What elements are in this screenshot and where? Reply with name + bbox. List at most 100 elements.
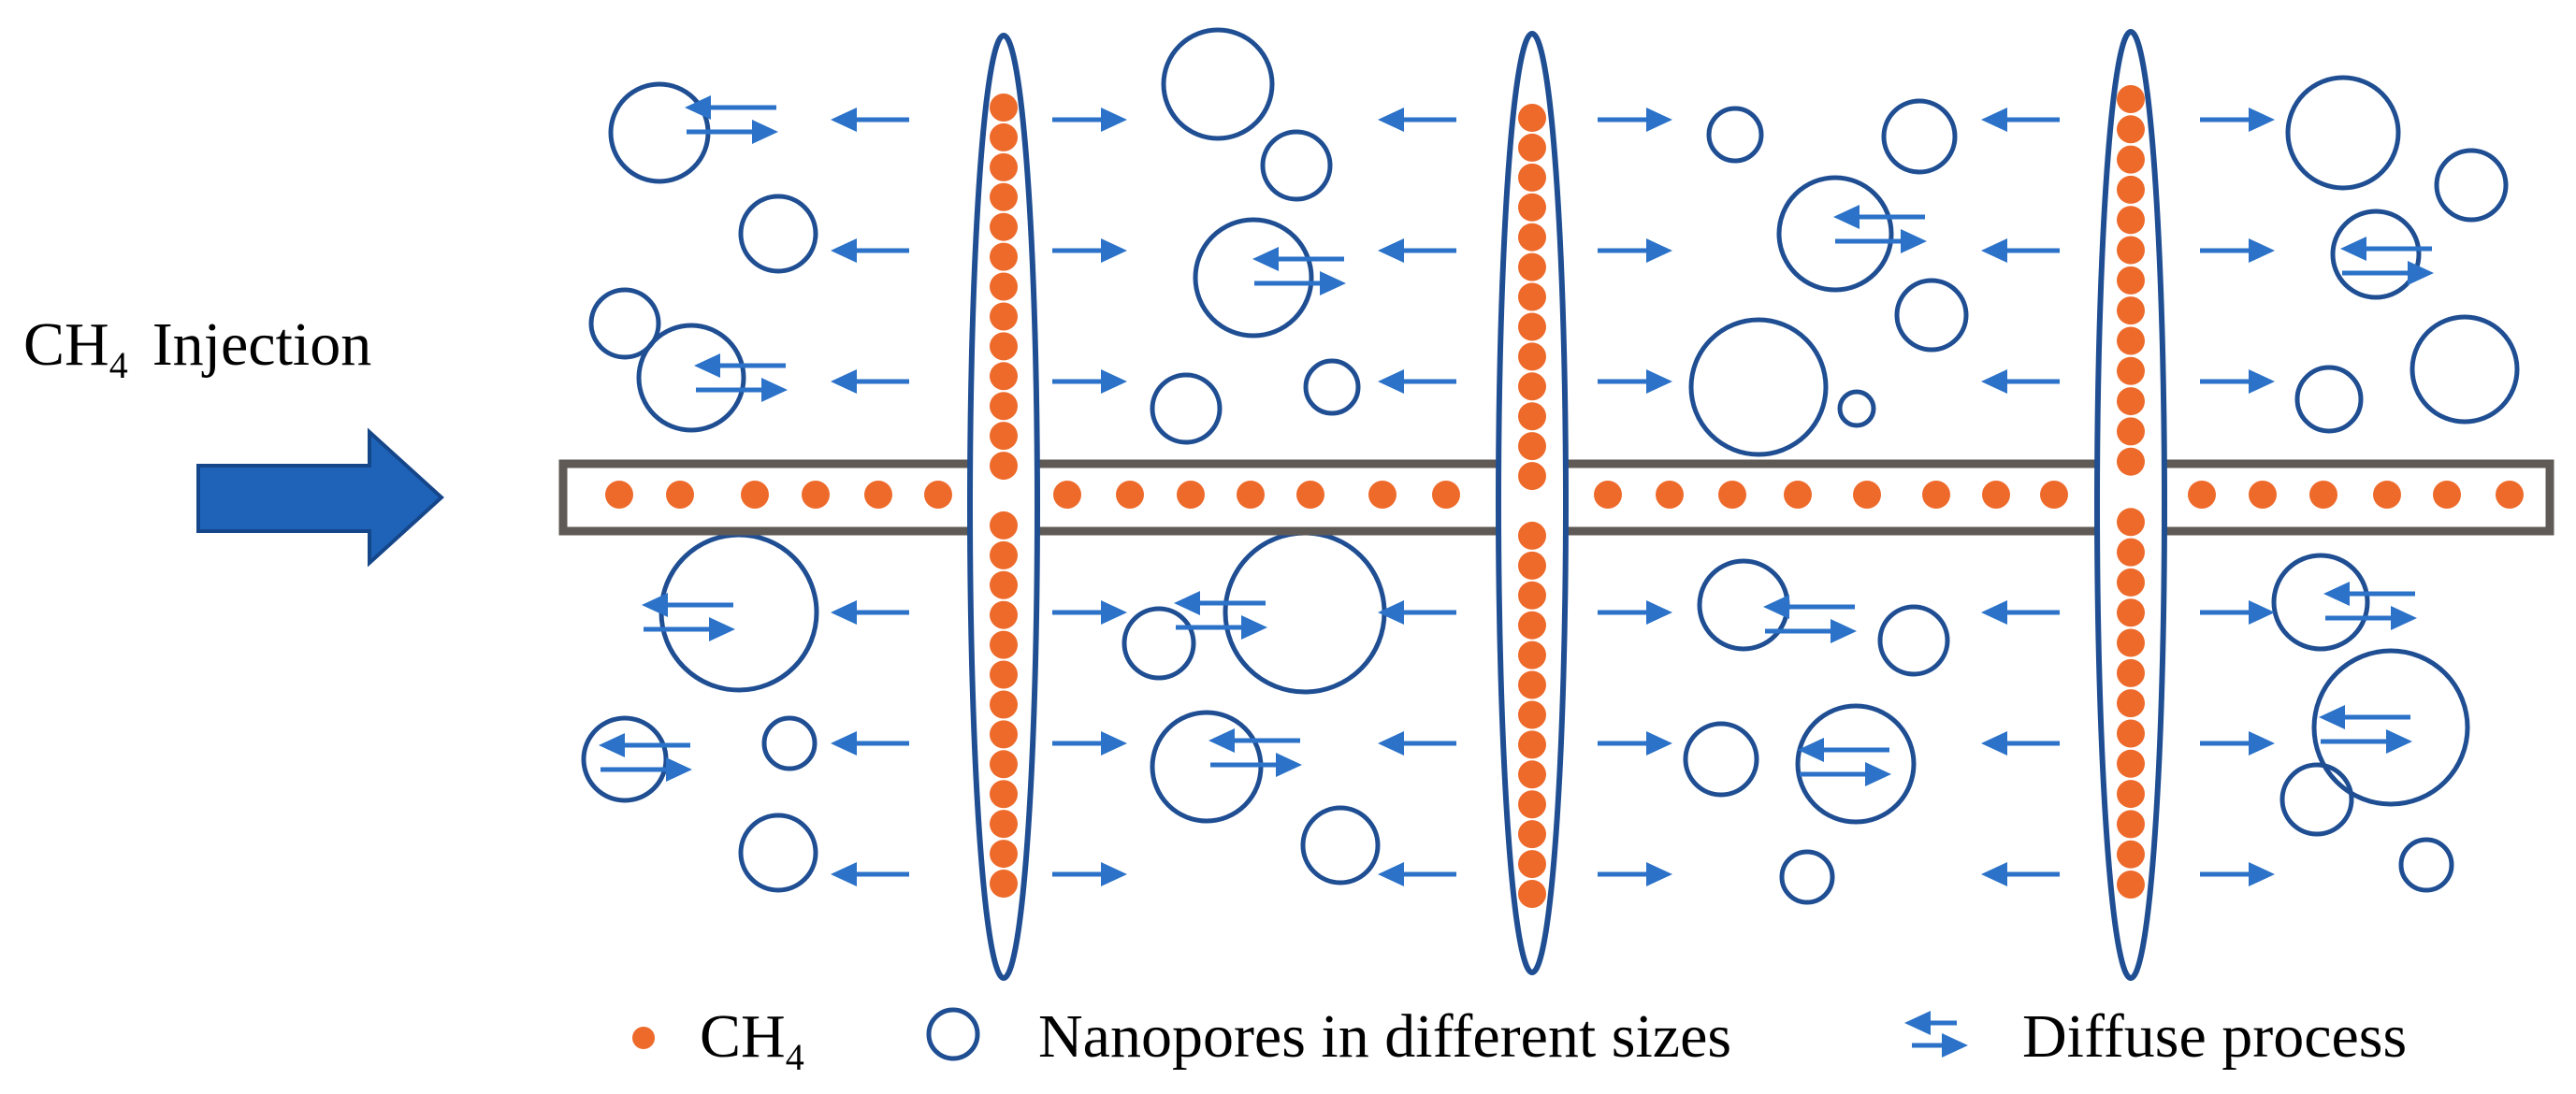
methane-molecule xyxy=(2309,481,2337,509)
methane-molecule xyxy=(990,272,1018,301)
methane-molecule xyxy=(1518,820,1546,849)
diffuse-arrow-head xyxy=(2249,108,2275,132)
diffuse-arrow-head xyxy=(1646,238,1672,263)
diffuse-arrow-head xyxy=(694,353,720,378)
methane-molecule xyxy=(1518,193,1546,222)
legend-ch4-label: CH4 xyxy=(700,1002,804,1078)
diffuse-arrow-head xyxy=(831,108,857,132)
methane-molecule xyxy=(2433,481,2461,509)
methane-molecule xyxy=(1982,481,2010,509)
nanopore xyxy=(2434,148,2509,223)
methane-molecule xyxy=(864,481,892,509)
methane-molecule xyxy=(990,422,1018,451)
methane-molecule xyxy=(2117,296,2145,325)
nanopore xyxy=(2279,762,2354,837)
methane-molecule xyxy=(2040,481,2068,509)
methane-molecule xyxy=(1518,372,1546,401)
diffuse-arrow-head xyxy=(2340,237,2366,261)
methane-molecule xyxy=(2117,206,2145,235)
diffuse-arrow-head xyxy=(1101,862,1127,886)
nanopore xyxy=(1161,27,1275,141)
diffuse-arrow-head xyxy=(831,731,857,756)
methane-molecule xyxy=(1518,223,1546,252)
diffuse-arrow-head xyxy=(599,733,625,757)
methane-molecule xyxy=(802,481,830,509)
diffuse-arrow-head xyxy=(831,369,857,394)
methane-molecule xyxy=(1518,402,1546,431)
methane-molecule xyxy=(2117,658,2145,687)
legend-nanopore-icon xyxy=(926,1007,980,1061)
methane-molecule xyxy=(1853,481,1881,509)
methane-molecule xyxy=(1368,481,1397,509)
methane-molecule xyxy=(990,452,1018,481)
methane-molecule xyxy=(1237,481,1265,509)
methane-molecule xyxy=(2117,689,2145,718)
methane-molecule xyxy=(2117,810,2145,839)
diffuse-arrow-head xyxy=(1241,615,1267,640)
diffuse-arrow-head xyxy=(1101,238,1127,263)
methane-molecule xyxy=(1518,700,1546,729)
diffuse-arrow-head xyxy=(1865,762,1891,786)
nanopore xyxy=(1881,98,1958,175)
methane-molecule xyxy=(2117,568,2145,597)
diffuse-arrow-head xyxy=(1276,753,1302,777)
nanopore xyxy=(658,532,819,693)
methane-molecule xyxy=(2117,598,2145,627)
diffuse-arrow-head xyxy=(2249,600,2275,625)
methane-molecule xyxy=(2117,175,2145,204)
methane-molecule xyxy=(990,780,1018,809)
methane-molecule xyxy=(2373,481,2401,509)
methane-molecule xyxy=(990,810,1018,839)
nanopore xyxy=(1877,604,1950,677)
methane-molecule xyxy=(2117,417,2145,446)
methane-molecule xyxy=(990,122,1018,151)
nanopore xyxy=(2410,314,2520,425)
nanopore xyxy=(2311,648,2470,807)
legend-ch4-dot xyxy=(632,1027,655,1049)
diffuse-arrow-head xyxy=(1378,731,1404,756)
methane-molecule xyxy=(990,690,1018,719)
nanopore xyxy=(1779,849,1835,905)
diffuse-arrow-head xyxy=(1378,600,1404,625)
methane-molecule xyxy=(990,362,1018,391)
nanopore xyxy=(636,323,746,433)
methane-molecule xyxy=(990,392,1018,421)
methane-molecule xyxy=(990,540,1018,569)
diffuse-arrow-head xyxy=(642,593,668,617)
nanopore xyxy=(1193,217,1314,338)
diffuse-arrow-head xyxy=(2249,862,2275,886)
diffuse-arrow-head xyxy=(709,617,735,641)
diffuse-arrow-head xyxy=(1101,731,1127,756)
methane-molecule xyxy=(990,840,1018,869)
diffuse-arrow-head xyxy=(685,95,711,120)
methane-molecule xyxy=(1656,481,1684,509)
injection-label-text: Injection xyxy=(152,310,372,379)
methane-molecule xyxy=(2117,447,2145,476)
diffuse-arrow-head xyxy=(1320,271,1346,295)
nanopore xyxy=(2271,553,2370,652)
methane-molecule xyxy=(2117,719,2145,748)
methane-molecule xyxy=(990,750,1018,779)
nanopore xyxy=(581,715,669,803)
injection-label-ch: CH xyxy=(23,310,109,379)
methane-molecule xyxy=(1518,104,1546,132)
methane-molecule xyxy=(2117,115,2145,144)
diffuse-arrow-head xyxy=(1646,369,1672,394)
methane-molecule xyxy=(990,332,1018,361)
methane-molecule xyxy=(990,660,1018,689)
diffuse-arrow-head xyxy=(1981,600,2007,625)
methane-molecule xyxy=(1784,481,1812,509)
methane-molecule xyxy=(2117,780,2145,809)
diffuse-arrow-head xyxy=(666,757,692,782)
diffuse-arrow-head xyxy=(1378,862,1404,886)
methane-molecule xyxy=(990,182,1018,211)
diffuse-arrow-head xyxy=(1646,731,1672,756)
diffuse-arrow-head xyxy=(761,378,788,402)
methane-molecule xyxy=(1518,611,1546,640)
legend-diffuse-label: Diffuse process xyxy=(2022,1002,2407,1071)
methane-molecule xyxy=(1922,481,1950,509)
vertical-fractures-layer xyxy=(967,29,2167,981)
